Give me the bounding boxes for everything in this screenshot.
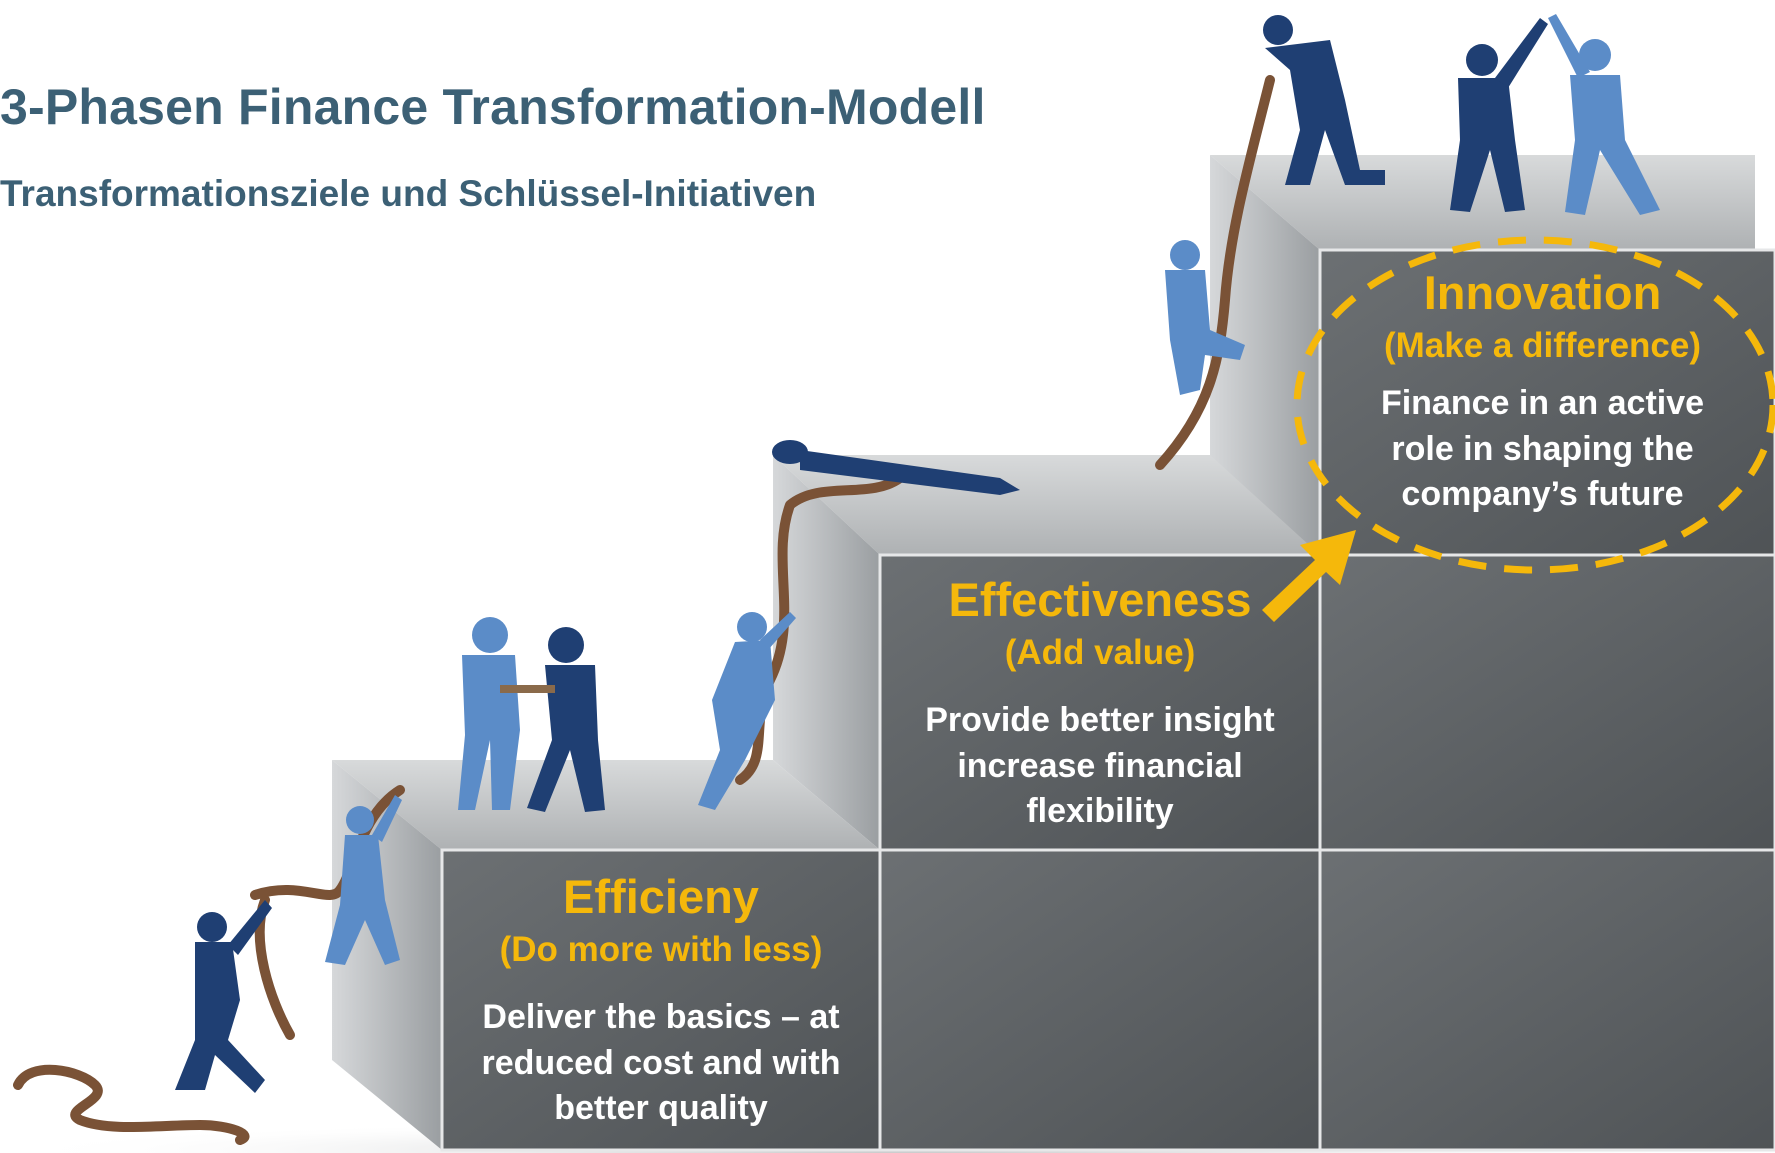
figure-climber-2: [325, 795, 402, 965]
rope-ground: [13, 1064, 250, 1145]
thick-arrow-up-right-icon: [1262, 530, 1356, 622]
figure-lying: [772, 440, 1020, 495]
phase-efficiency-name: Efficieny: [563, 870, 759, 923]
phase-efficiency-tagline: (Do more with less): [499, 930, 823, 970]
figure-exchange-dark: [527, 627, 605, 812]
phase-innovation-tagline: (Make a difference): [1383, 326, 1702, 366]
face-step2-lower: [878, 848, 1322, 1152]
step2-side: [773, 455, 880, 850]
phase-innovation-name: Innovation: [1423, 266, 1662, 319]
step3-side: [1210, 155, 1320, 555]
page-title: 3-Phasen Finance Transformation-Modell: [0, 79, 986, 135]
face-step3-mid: [1318, 553, 1775, 852]
phase-effectiveness-tagline: (Add value): [1004, 633, 1196, 673]
phase-efficiency-description: Deliver the basics – at reduced cost and…: [481, 998, 841, 1127]
face-step1: [440, 848, 882, 1152]
phase-effectiveness-description: Provide better insight increase financia…: [925, 701, 1275, 830]
phase-innovation: Innovation (Make a difference) Finance i…: [1320, 268, 1765, 517]
face-step3-lower: [1318, 848, 1775, 1152]
phase-effectiveness: Effectiveness (Add value) Provide better…: [880, 575, 1320, 834]
figure-exchange-light: [458, 617, 520, 810]
figure-puller-top: [1263, 15, 1385, 185]
phase-effectiveness-name: Effectiveness: [948, 573, 1252, 626]
face-step3-top: [1318, 248, 1775, 557]
block-faces: [440, 248, 1775, 1152]
figure-pusher: [698, 612, 796, 810]
rope-step3: [1155, 75, 1275, 470]
figure-climber-3: [1165, 240, 1245, 395]
figure-highfive-light: [1548, 14, 1660, 215]
dashed-ellipse-icon: [1293, 236, 1775, 574]
phase-efficiency: Efficieny (Do more with less) Deliver th…: [442, 872, 880, 1131]
figure-highfive-dark: [1450, 18, 1548, 212]
figure-climber-1: [175, 900, 272, 1093]
face-step2-upper: [878, 553, 1322, 852]
phase-innovation-description: Finance in an active role in shaping the…: [1380, 384, 1705, 513]
page-subtitle: Transformationsziele und Schlüssel-Initi…: [0, 173, 817, 214]
exchange-document: [500, 685, 555, 693]
